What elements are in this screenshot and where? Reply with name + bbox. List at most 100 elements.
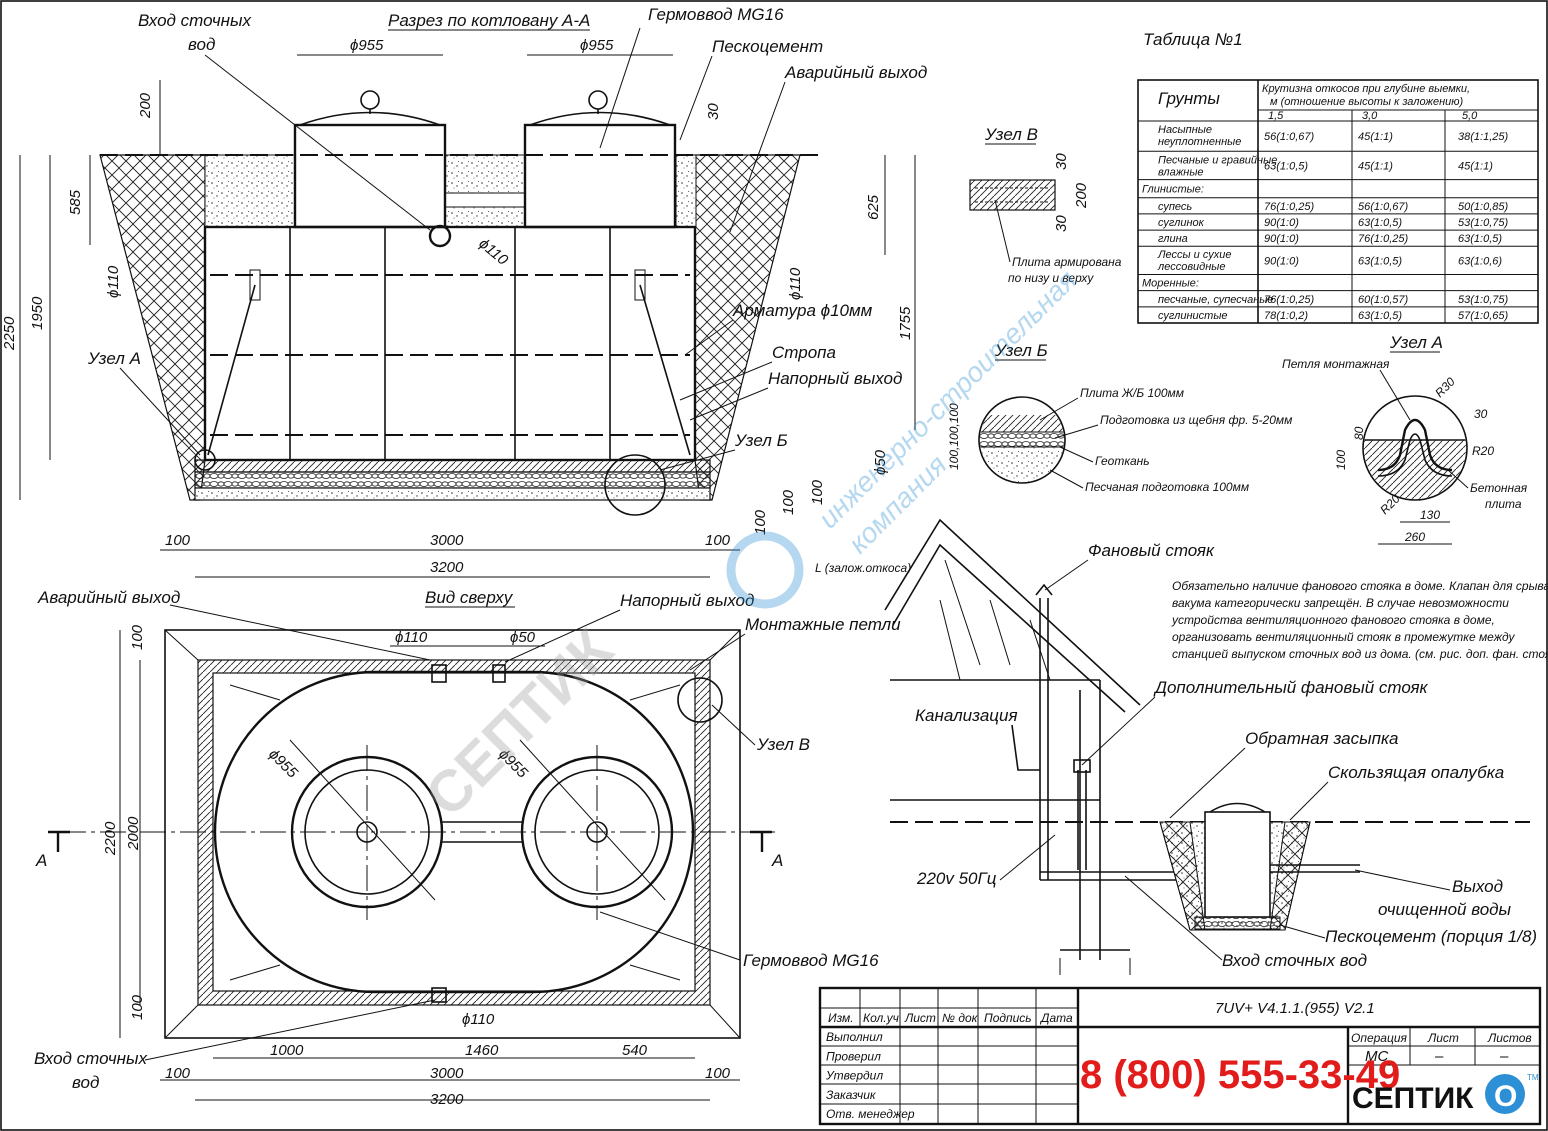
neck-left xyxy=(293,123,447,229)
soil-table: Таблица №1 Грунты Крутизна откосов при г… xyxy=(1137,30,1539,324)
inlet-pipe xyxy=(428,224,452,248)
table-cell: 50(1:0,85) xyxy=(1458,201,1508,213)
svg-text:Песчаная подготовка 100мм: Песчаная подготовка 100мм xyxy=(1085,480,1249,494)
extra-vent-label: Дополнительный фановый стояк xyxy=(1153,678,1429,697)
svg-text:80: 80 xyxy=(1352,426,1366,440)
node-b-title: Узел Б xyxy=(994,341,1048,360)
svg-text:30: 30 xyxy=(705,103,722,120)
title-block-column: № док xyxy=(942,1011,979,1025)
sec-sandcement-label: Пескоцемент xyxy=(712,37,823,56)
svg-text:100,100,100: 100,100,100 xyxy=(947,403,961,470)
table-cell: 63(1:0,5) xyxy=(1358,310,1402,322)
top-loops-label: Монтажные петли xyxy=(745,615,901,634)
svg-text:30: 30 xyxy=(1474,407,1488,421)
svg-text:3200: 3200 xyxy=(430,1091,464,1108)
vent-label: Фановый стояк xyxy=(1088,541,1215,560)
svg-text:ϕ955: ϕ955 xyxy=(580,37,614,54)
svg-text:Крутизна откосов при глубине в: Крутизна откосов при глубине выемки, xyxy=(1262,83,1470,95)
svg-text:Подготовка из щебня фр. 5-20мм: Подготовка из щебня фр. 5-20мм xyxy=(1100,413,1292,427)
svg-text:ϕ110: ϕ110 xyxy=(105,265,122,298)
node-a-title: Узел А xyxy=(1389,333,1443,352)
section-aa-title: Разрез по котловану А-А xyxy=(388,11,590,30)
watermark-logo-icon xyxy=(726,531,804,609)
svg-text:3000: 3000 xyxy=(430,1065,464,1082)
svg-text:ϕ110: ϕ110 xyxy=(462,1011,495,1028)
vent-note-line: устройства вентиляционного фанового стоя… xyxy=(1171,613,1495,627)
svg-text:Лист: Лист xyxy=(1427,1031,1459,1045)
svg-text:100: 100 xyxy=(780,489,797,515)
outlet-label: Выход xyxy=(1452,877,1503,896)
table-soil-name: песчаные, супесчаные xyxy=(1158,294,1274,306)
house-scheme: Фановый стояк Обязательно наличие фаново… xyxy=(884,518,1548,975)
table-cell: 63(1:0,6) xyxy=(1458,255,1502,267)
svg-text:2250: 2250 xyxy=(1,316,18,351)
svg-text:260: 260 xyxy=(1404,530,1425,544)
table-cell: 57(1:0,65) xyxy=(1458,310,1508,322)
table-cell: 90(1:0) xyxy=(1264,217,1299,229)
table-cell: 60(1:0,57) xyxy=(1358,294,1408,306)
formwork-label: Скользящая опалубка xyxy=(1328,763,1504,782)
svg-text:R30: R30 xyxy=(1432,374,1458,400)
title-block-column: Изм. xyxy=(828,1011,854,1025)
title-block-column: Лист xyxy=(904,1011,936,1025)
brand-logo-icon xyxy=(1485,1074,1525,1114)
title-block-row: Проверил xyxy=(826,1049,881,1063)
svg-text:–: – xyxy=(1434,1048,1444,1065)
svg-text:R20: R20 xyxy=(1472,444,1494,458)
sec-sling-label: Стропа xyxy=(772,343,836,362)
svg-text:Геоткань: Геоткань xyxy=(1095,454,1150,468)
table-soil-name: лессовидные xyxy=(1157,261,1226,273)
svg-text:625: 625 xyxy=(865,194,882,220)
table-soil-name: влажные xyxy=(1158,166,1204,178)
svg-text:585: 585 xyxy=(67,189,84,215)
table-cell: 56(1:0,67) xyxy=(1358,201,1408,213)
table-soil-name: супесь xyxy=(1158,201,1192,213)
svg-text:100: 100 xyxy=(809,479,826,505)
svg-text:1755: 1755 xyxy=(897,306,914,340)
table-cell: 78(1:0,2) xyxy=(1264,310,1308,322)
svg-text:О: О xyxy=(1494,1080,1517,1113)
svg-text:А: А xyxy=(35,851,47,870)
node-a-detail: Узел А Петля монтажная R30 30 R20 R20 10… xyxy=(1282,333,1528,545)
svg-text:3200: 3200 xyxy=(430,559,464,576)
svg-text:ϕ955: ϕ955 xyxy=(350,37,384,54)
table-cell: 45(1:1) xyxy=(1358,160,1393,172)
svg-text:200: 200 xyxy=(1073,182,1090,209)
sec-rebar-label: Арматура ϕ10мм xyxy=(732,301,873,320)
top-emergency-label: Аварийный выход xyxy=(37,588,180,607)
svg-text:100: 100 xyxy=(1334,450,1348,470)
table-cell: 90(1:0) xyxy=(1264,233,1299,245)
title-block-column: Кол.уч xyxy=(863,1011,899,1025)
section-aa: Разрез по котловану А-А xyxy=(1,5,927,578)
sec-inlet-label-2: вод xyxy=(188,35,215,54)
table-soil-name: глина xyxy=(1158,233,1188,245)
table-soil-name: Песчаные и гравийные xyxy=(1158,154,1277,166)
table-cell: 45(1:1) xyxy=(1458,160,1493,172)
vent-note-line: вакума категорически запрещён. В случае … xyxy=(1172,596,1509,610)
sec-pressure-label: Напорный выход xyxy=(768,369,902,388)
title-block-row: Отв. менеджер xyxy=(826,1107,915,1121)
svg-text:ϕ50: ϕ50 xyxy=(510,629,536,646)
top-hermetic-label: Гермоввод MG16 xyxy=(743,951,879,970)
neck-right xyxy=(523,123,677,229)
top-node-v-label: Узел В xyxy=(756,735,810,754)
title-block-row: Заказчик xyxy=(826,1088,877,1102)
svg-text:ϕ110: ϕ110 xyxy=(395,629,428,646)
sec-node-b-label: Узел Б xyxy=(734,431,788,450)
table-title: Таблица №1 xyxy=(1143,30,1243,49)
sec-node-a-label: Узел А xyxy=(87,349,141,368)
svg-text:Бетонная: Бетонная xyxy=(1470,481,1528,495)
svg-text:3000: 3000 xyxy=(430,532,464,549)
svg-text:2200: 2200 xyxy=(102,821,119,856)
table-depth: 5,0 xyxy=(1462,110,1478,122)
power-label: 220v 50Гц xyxy=(916,869,997,888)
svg-text:TM: TM xyxy=(1527,1073,1539,1082)
table-cell: 38(1:1,25) xyxy=(1458,131,1508,143)
top-view-title: Вид сверху xyxy=(425,588,514,607)
svg-text:ϕ110: ϕ110 xyxy=(787,267,804,300)
svg-text:Плита армирована: Плита армирована xyxy=(1012,255,1122,269)
top-inlet-label-2: вод xyxy=(72,1073,99,1092)
node-v-detail: Узел В 30 200 30 Плита армирована по низ… xyxy=(969,125,1122,285)
